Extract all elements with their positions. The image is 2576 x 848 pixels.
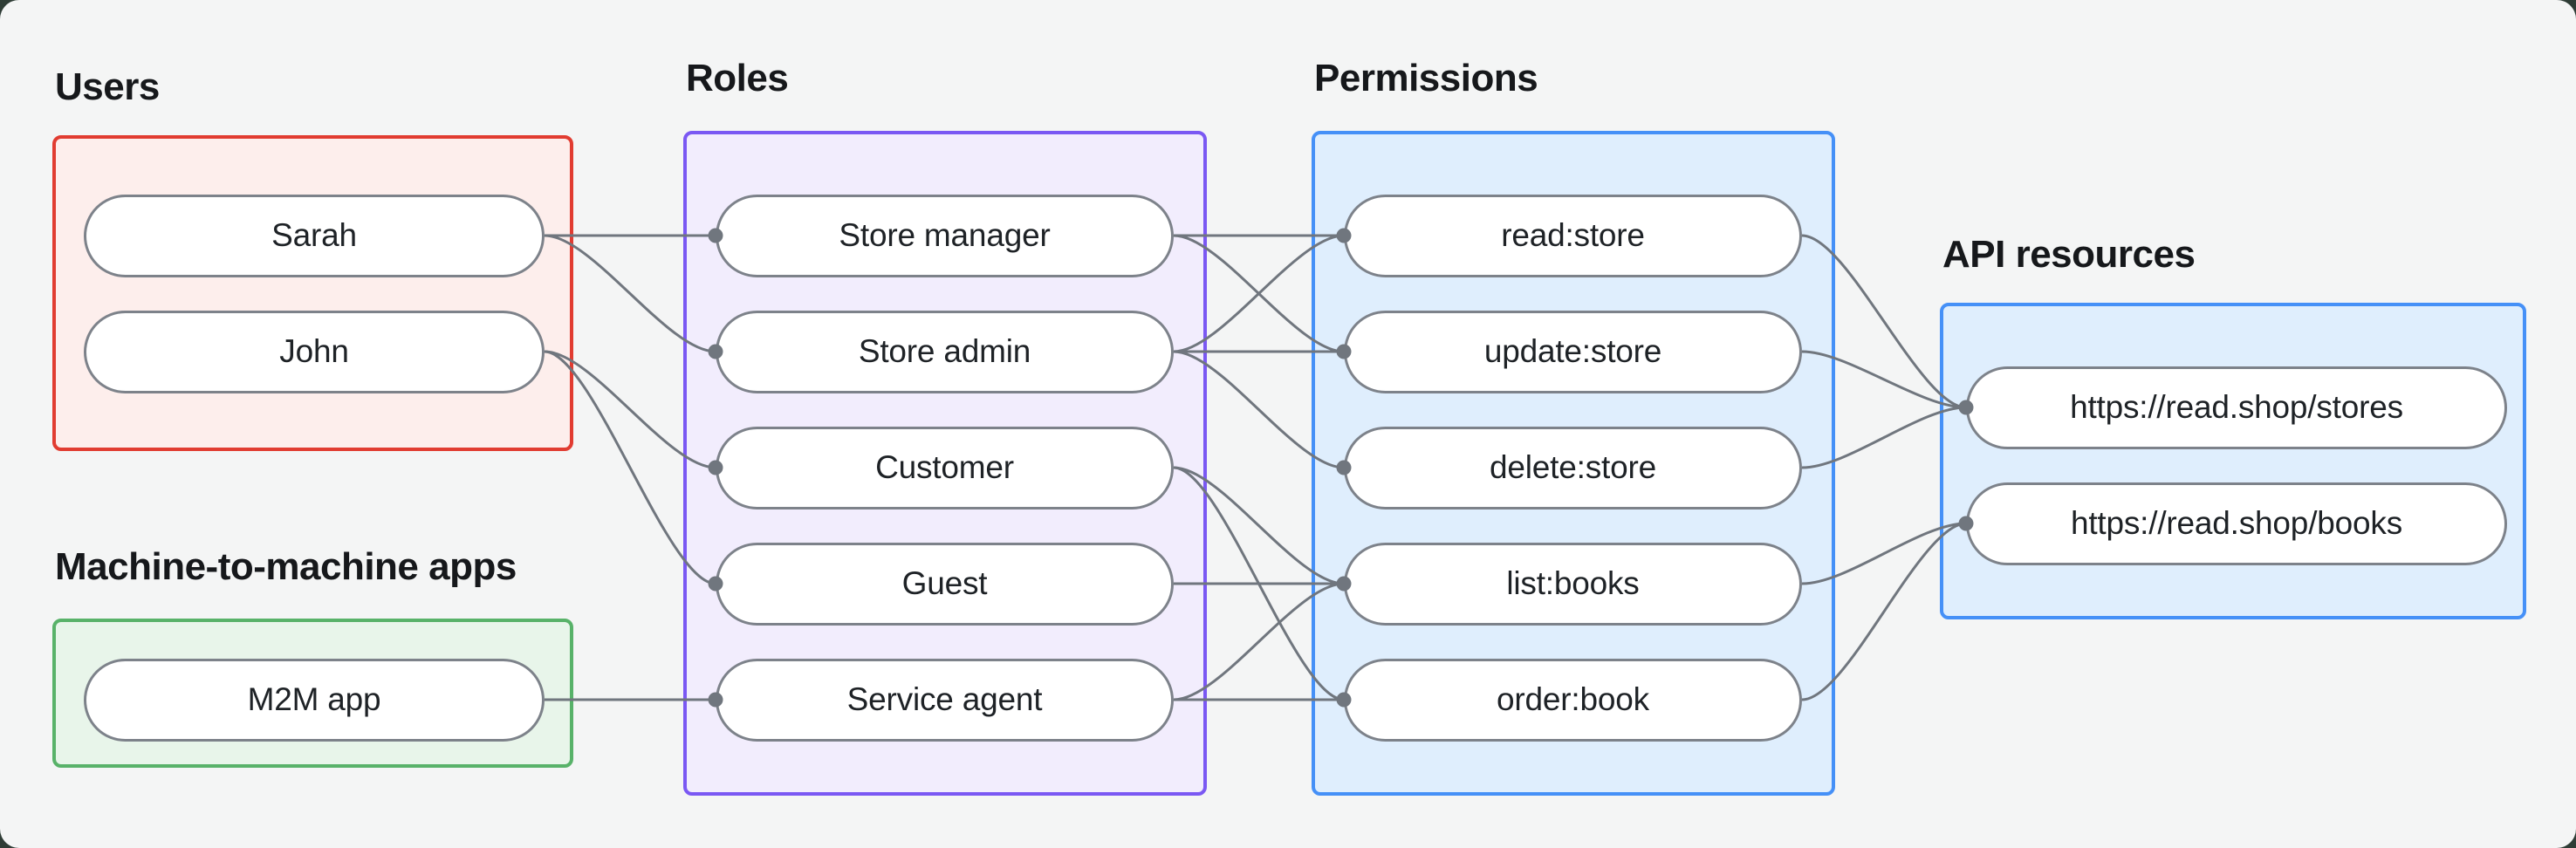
node-pill-list-books: list:books [1344, 542, 1802, 626]
node-label-m2m-app: M2M app [247, 681, 381, 717]
node-label-service-agent: Service agent [846, 681, 1043, 717]
node-label-list-books: list:books [1506, 565, 1640, 601]
node-label-books: https://read.shop/books [2070, 505, 2403, 541]
node-label-read-store: read:store [1501, 217, 1645, 253]
node-pill-stores: https://read.shop/stores [1966, 366, 2507, 449]
node-pill-service-agent: Service agent [716, 658, 1174, 742]
node-pill-sarah: Sarah [84, 194, 545, 277]
node-pill-update-store: update:store [1344, 310, 1802, 393]
node-label-stores: https://read.shop/stores [2070, 389, 2403, 425]
node-pill-read-store: read:store [1344, 194, 1802, 277]
group-label-permissions: Permissions [1314, 57, 1538, 99]
node-label-sarah: Sarah [271, 217, 357, 253]
node-pill-order-book: order:book [1344, 658, 1802, 742]
api-resources-group-box [1940, 303, 2526, 619]
node-pill-store-manager: Store manager [716, 194, 1174, 277]
node-label-john: John [279, 333, 349, 369]
node-label-delete-store: delete:store [1490, 449, 1656, 485]
group-label-roles: Roles [686, 57, 789, 99]
group-label-users: Users [55, 65, 160, 108]
node-pill-books: https://read.shop/books [1966, 482, 2507, 565]
node-pill-guest: Guest [716, 542, 1174, 626]
node-pill-delete-store: delete:store [1344, 426, 1802, 509]
node-pill-customer: Customer [716, 426, 1174, 509]
node-label-update-store: update:store [1483, 333, 1662, 369]
users-group-box [52, 135, 573, 451]
node-pill-m2m-app: M2M app [84, 658, 545, 742]
node-label-guest: Guest [901, 565, 988, 601]
node-label-store-admin: Store admin [858, 333, 1031, 369]
node-pill-john: John [84, 310, 545, 393]
node-pill-store-admin: Store admin [716, 310, 1174, 393]
group-label-api-resources: API resources [1942, 233, 2196, 276]
node-label-customer: Customer [875, 449, 1014, 485]
group-label-machine-to-machine-apps: Machine-to-machine apps [55, 545, 517, 588]
node-label-store-manager: Store manager [839, 217, 1051, 253]
node-label-order-book: order:book [1497, 681, 1649, 717]
